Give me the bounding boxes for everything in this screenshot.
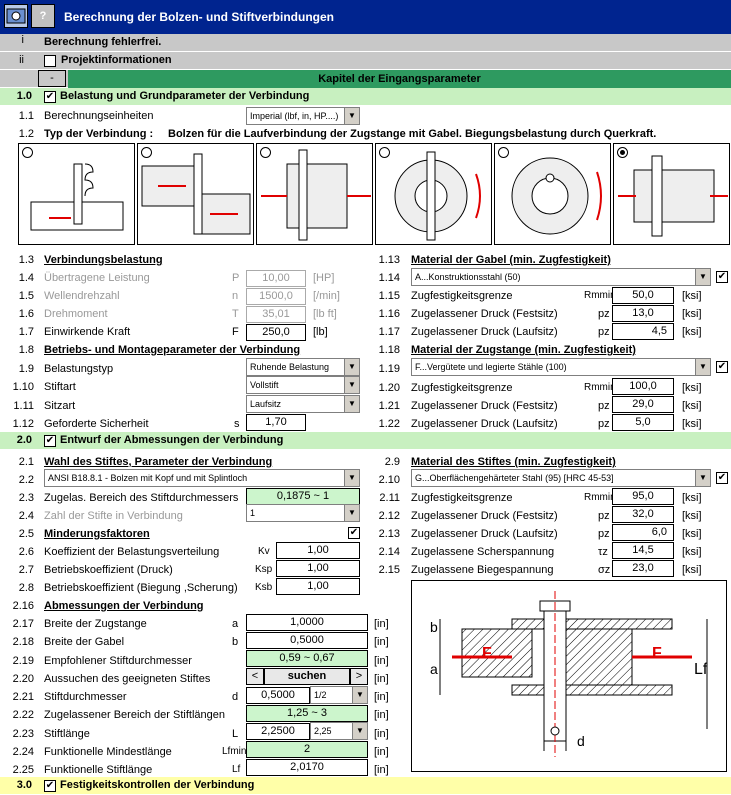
section-2-checkbox[interactable]: ✔: [44, 435, 56, 447]
diagram-label-a: a: [430, 661, 438, 677]
window-titlebar: ? Berechnung der Bolzen- und Stiftverbin…: [0, 0, 731, 34]
help-icon[interactable]: ?: [31, 4, 55, 28]
connection-type-4[interactable]: [375, 143, 492, 245]
chevron-down-icon: ▼: [695, 359, 710, 375]
radio-type-2[interactable]: [141, 147, 152, 158]
section-header-1-0: 1.0 ✔ Belastung und Grundparameter der V…: [0, 88, 731, 106]
bending-stress-input[interactable]: 23,0: [612, 560, 674, 577]
search-button[interactable]: suchen: [264, 668, 350, 685]
shear-stress-input[interactable]: 14,5: [612, 542, 674, 559]
section-header-3-0: 3.0 ✔ Festigkeitskontrollen der Verbindu…: [0, 777, 731, 795]
pin-material-dropdown[interactable]: G...Oberflächengehärteter Stahl (95) [HR…: [411, 469, 711, 487]
fork-pressure-running[interactable]: 4,5: [612, 323, 674, 340]
rod-material-dropdown[interactable]: F...Vergütete und legierte Stähle (100)▼: [411, 358, 711, 376]
connection-type-3[interactable]: [256, 143, 373, 245]
force-input[interactable]: 250,0: [246, 324, 306, 341]
chevron-down-icon: ▼: [344, 396, 359, 412]
next-button[interactable]: >: [350, 668, 368, 685]
safety-input[interactable]: 1,70: [246, 414, 306, 431]
pin-connection-diagram: b a F F Lf d: [411, 580, 727, 772]
chevron-down-icon: ▼: [344, 359, 359, 375]
chevron-down-icon: ▼: [352, 687, 367, 703]
chevron-down-icon: ▼: [344, 470, 359, 486]
fork-material-dropdown[interactable]: A...Konstruktionsstahl (50)▼: [411, 268, 711, 286]
status-text: Berechnung fehlerfrei.: [44, 36, 162, 48]
status-row: i Berechnung fehlerfrei.: [0, 34, 731, 52]
connection-description: Bolzen für die Laufverbindung der Zugsta…: [168, 128, 657, 140]
pin-pressure-running[interactable]: 6,0: [612, 524, 674, 541]
connection-type-5[interactable]: [494, 143, 611, 245]
collapse-button[interactable]: -: [38, 70, 66, 87]
rod-tensile-value: 100,0: [612, 378, 674, 395]
pin-diameter-input[interactable]: 0,5000: [246, 687, 310, 704]
section-header-2-0: 2.0 ✔ Entwurf der Abmessungen der Verbin…: [0, 432, 731, 450]
pin-diagram-svg: [439, 591, 708, 757]
rod-pressure-running[interactable]: 5,0: [612, 414, 674, 431]
radio-type-6-selected[interactable]: [617, 147, 628, 158]
load-type-dropdown[interactable]: Ruhende Belastung▼: [246, 358, 360, 376]
load-distribution-input[interactable]: 1,00: [276, 542, 360, 559]
diagram-label-force-right: F: [652, 645, 662, 662]
pin-count-dropdown[interactable]: 1▼: [246, 504, 360, 522]
chapter-row: - Kapitel der Eingangsparameter: [0, 70, 731, 88]
speed-input[interactable]: 1500,0: [246, 288, 306, 305]
pin-material-checkbox[interactable]: ✔: [716, 472, 728, 484]
connection-type-2[interactable]: [137, 143, 254, 245]
chevron-down-icon: ▼: [695, 470, 710, 486]
functional-length-value: 2,0170: [246, 759, 368, 776]
chevron-down-icon: ▼: [695, 269, 710, 285]
radio-type-4[interactable]: [379, 147, 390, 158]
diagram-label-d: d: [577, 733, 585, 749]
torque-input[interactable]: 35,01: [246, 306, 306, 323]
pin-length-range-value: 1,25 ~ 3: [246, 705, 368, 722]
units-dropdown[interactable]: Imperial (lbf, in, HP....)▼: [246, 107, 360, 125]
chevron-down-icon: ▼: [344, 377, 359, 393]
project-info-row: ii Projektinformationen: [0, 52, 731, 70]
chevron-down-icon: ▼: [352, 723, 367, 739]
power-input[interactable]: 10,00: [246, 270, 306, 287]
fork-material-checkbox[interactable]: ✔: [716, 271, 728, 283]
chapter-title: Kapitel der Eingangsparameter: [68, 70, 731, 88]
window-title: Berechnung der Bolzen- und Stiftverbindu…: [64, 10, 334, 24]
operation-bending-input[interactable]: 1,00: [276, 578, 360, 595]
diagram-label-lf: Lf: [694, 661, 708, 678]
fork-tensile-value: 50,0: [612, 287, 674, 304]
radio-type-1[interactable]: [22, 147, 33, 158]
fit-type-dropdown[interactable]: Laufsitz▼: [246, 395, 360, 413]
connection-type-6[interactable]: [613, 143, 730, 245]
diagram-label-b: b: [430, 619, 438, 635]
section-3-checkbox[interactable]: ✔: [44, 780, 56, 792]
recommended-diameter-value: 0,59 ~ 0,67: [246, 650, 368, 667]
rod-material-checkbox[interactable]: ✔: [716, 361, 728, 373]
rod-width-input[interactable]: 1,0000: [246, 614, 368, 631]
min-functional-length-value: 2: [246, 741, 368, 758]
project-info-checkbox[interactable]: [44, 55, 56, 67]
radio-type-5[interactable]: [498, 147, 509, 158]
operation-pressure-input[interactable]: 1,00: [276, 560, 360, 577]
chevron-down-icon: ▼: [344, 505, 359, 521]
section-1-checkbox[interactable]: ✔: [44, 91, 56, 103]
pin-length-input[interactable]: 2,2500: [246, 723, 310, 740]
pin-standard-dropdown[interactable]: ANSI B18.8.1 - Bolzen mit Kopf und mit S…: [44, 469, 360, 487]
connection-type-1[interactable]: [18, 143, 135, 245]
fork-width-input[interactable]: 0,5000: [246, 632, 368, 649]
pin-length-dropdown[interactable]: 2,25▼: [310, 722, 368, 740]
pin-type-dropdown[interactable]: Vollstift▼: [246, 376, 360, 394]
pin-tensile-value: 95,0: [612, 488, 674, 505]
rod-pressure-fixed[interactable]: 29,0: [612, 396, 674, 413]
radio-type-3[interactable]: [260, 147, 271, 158]
pin-pressure-fixed[interactable]: 32,0: [612, 506, 674, 523]
reduction-factors-checkbox[interactable]: ✔: [348, 527, 360, 539]
chevron-down-icon: ▼: [344, 108, 359, 124]
fork-pressure-fixed[interactable]: 13,0: [612, 305, 674, 322]
diagram-label-force-left: F: [482, 645, 492, 662]
pin-diameter-dropdown[interactable]: 1/2▼: [310, 686, 368, 704]
prev-button[interactable]: <: [246, 668, 264, 685]
app-icon[interactable]: [4, 4, 28, 28]
diameter-range-value: 0,1875 ~ 1: [246, 488, 360, 505]
